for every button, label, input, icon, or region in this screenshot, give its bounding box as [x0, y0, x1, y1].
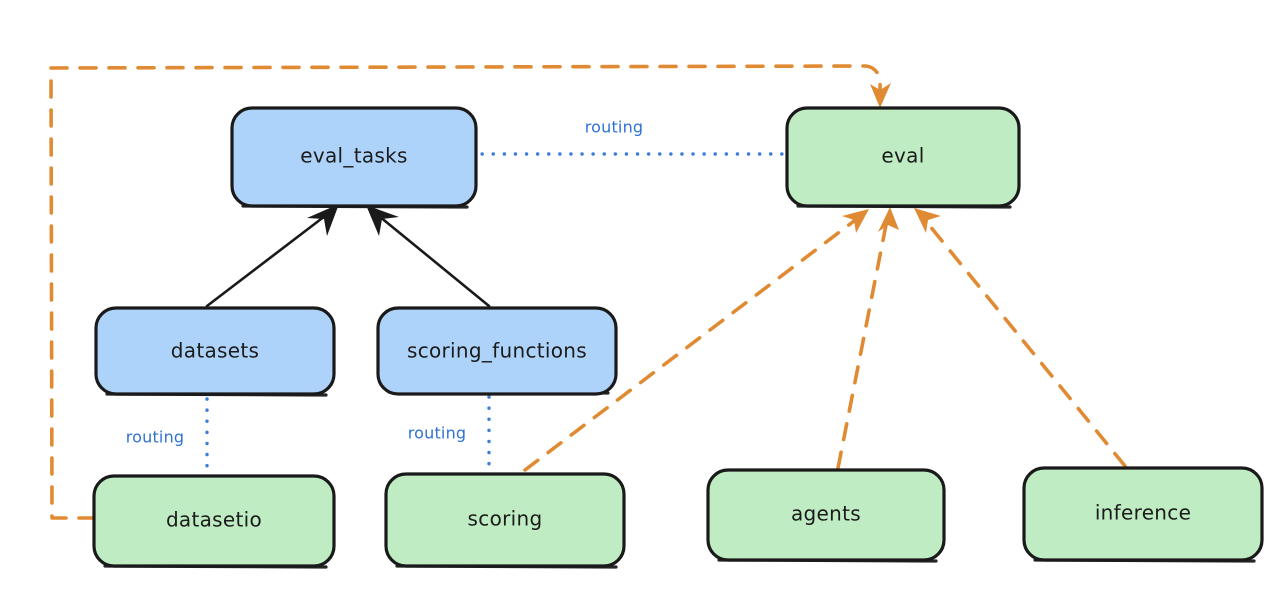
edge-datasets-eval-tasks-line: [205, 214, 327, 308]
node-eval-label: eval: [881, 144, 924, 168]
edge-scoring-functions-eval-tasks-line: [377, 214, 491, 308]
edge-scoring-functions-eval-tasks-arrowhead: [366, 205, 399, 236]
edge-inference-eval-arrowhead: [914, 208, 941, 233]
edge-inference-eval-line: [923, 218, 1127, 468]
edge-datasetio-eval: [49, 64, 891, 520]
edge-datasetio-eval-line: [49, 64, 882, 520]
node-datasetio[interactable]: datasetio: [92, 474, 336, 569]
node-datasets-label: datasets: [171, 339, 259, 363]
edge-datasets-eval-tasks-arrowhead: [307, 204, 339, 236]
node-eval[interactable]: eval: [785, 106, 1021, 209]
edge-agents-eval: [836, 207, 899, 470]
node-scoring-functions-label: scoring_functions: [407, 339, 587, 363]
edge-scoring-functions-eval-tasks: [366, 205, 491, 308]
node-eval-tasks-box[interactable]: [230, 106, 478, 208]
node-datasets-box[interactable]: [94, 306, 336, 396]
node-inference-box[interactable]: [1022, 466, 1264, 562]
node-datasets[interactable]: datasets: [94, 306, 336, 397]
node-scoring-functions-box[interactable]: [376, 306, 618, 396]
node-datasetio-box[interactable]: [92, 474, 336, 568]
edge-label-scoring-functions-scoring: routing: [408, 424, 467, 443]
edge-agents-eval-line: [836, 218, 889, 470]
edge-datasetio-eval-arrowhead: [870, 83, 891, 108]
node-agents[interactable]: agents: [706, 468, 946, 563]
node-scoring[interactable]: scoring: [384, 472, 626, 569]
edge-label-eval-tasks-eval: routing: [585, 118, 644, 137]
node-eval-tasks-label: eval_tasks: [300, 144, 407, 168]
node-agents-box[interactable]: [706, 468, 946, 562]
node-datasetio-label: datasetio: [166, 508, 262, 532]
node-scoring-box[interactable]: [384, 472, 626, 568]
edge-scoring-eval: [523, 209, 869, 472]
node-inference-label: inference: [1095, 501, 1191, 525]
node-scoring-functions[interactable]: scoring_functions: [376, 306, 618, 396]
edge-label-datasets-datasetio: routing: [126, 428, 185, 447]
edge-inference-eval: [914, 208, 1127, 468]
edge-scoring-eval-line: [523, 216, 860, 472]
edge-scoring-eval-arrowhead: [842, 209, 869, 233]
node-agents-label: agents: [791, 502, 861, 526]
node-scoring-label: scoring: [468, 507, 543, 531]
node-eval-box[interactable]: [785, 106, 1021, 208]
node-eval-tasks[interactable]: eval_tasks: [230, 106, 478, 209]
edge-agents-eval-arrowhead: [878, 207, 899, 232]
edge-datasets-eval-tasks: [205, 204, 339, 308]
node-inference[interactable]: inference: [1022, 466, 1264, 563]
